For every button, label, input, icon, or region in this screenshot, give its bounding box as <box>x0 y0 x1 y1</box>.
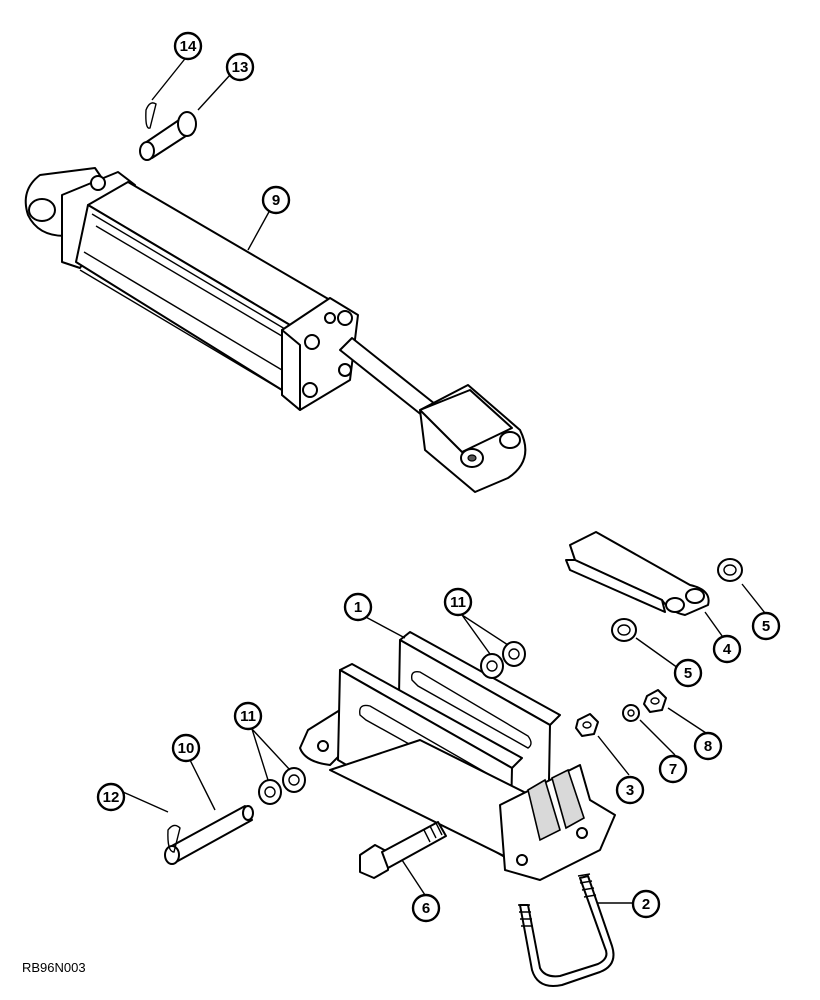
callout-3: 3 <box>615 775 645 805</box>
nut-8 <box>643 689 667 713</box>
figure-code: RB96N003 <box>22 960 86 975</box>
svg-text:5: 5 <box>762 618 770 635</box>
callout-13: 13 <box>225 52 255 82</box>
hex-bolt-6 <box>359 821 447 879</box>
svg-text:11: 11 <box>240 708 256 725</box>
svg-text:3: 3 <box>626 782 634 799</box>
callout-14: 14 <box>173 31 203 61</box>
callout-5-left: 5 <box>673 658 703 688</box>
callout-7: 7 <box>658 754 688 784</box>
svg-text:8: 8 <box>704 738 712 755</box>
svg-text:10: 10 <box>178 740 195 757</box>
callout-10: 10 <box>171 733 201 763</box>
callout-4: 4 <box>712 634 742 664</box>
nut-3 <box>575 713 599 737</box>
svg-text:1: 1 <box>354 599 362 616</box>
cotter-pin-14 <box>145 102 157 129</box>
washers-11-lower <box>258 767 306 805</box>
callout-2: 2 <box>631 889 661 919</box>
washers-11-upper <box>480 641 526 679</box>
svg-text:12: 12 <box>103 789 120 806</box>
callout-12: 12 <box>96 782 126 812</box>
hydraulic-cylinder <box>24 167 527 493</box>
svg-text:4: 4 <box>723 641 732 658</box>
svg-text:11: 11 <box>450 594 466 611</box>
u-bolt <box>518 873 615 987</box>
svg-text:2: 2 <box>642 896 650 913</box>
callout-5-right: 5 <box>751 611 781 641</box>
bushing-5-right <box>717 558 743 582</box>
pin-10 <box>164 805 254 865</box>
callout-1: 1 <box>343 592 373 622</box>
svg-text:9: 9 <box>272 192 280 209</box>
svg-text:14: 14 <box>180 38 197 55</box>
link-bar <box>565 531 710 616</box>
svg-text:13: 13 <box>232 59 249 76</box>
svg-text:6: 6 <box>422 900 430 917</box>
bushing-5-left <box>611 618 637 642</box>
callout-6: 6 <box>411 893 441 923</box>
cotter-pin-12 <box>167 824 181 853</box>
callout-11-lower: 11 <box>233 701 263 731</box>
leader-lines <box>122 54 766 904</box>
callout-8: 8 <box>693 731 723 761</box>
svg-text:5: 5 <box>684 665 692 682</box>
clevis-pin-13 <box>139 111 197 161</box>
callout-11-upper: 11 <box>443 587 473 617</box>
callout-9: 9 <box>261 185 291 215</box>
mounting-bracket <box>299 631 616 881</box>
lock-washer-7 <box>622 704 640 722</box>
svg-text:7: 7 <box>669 761 677 778</box>
